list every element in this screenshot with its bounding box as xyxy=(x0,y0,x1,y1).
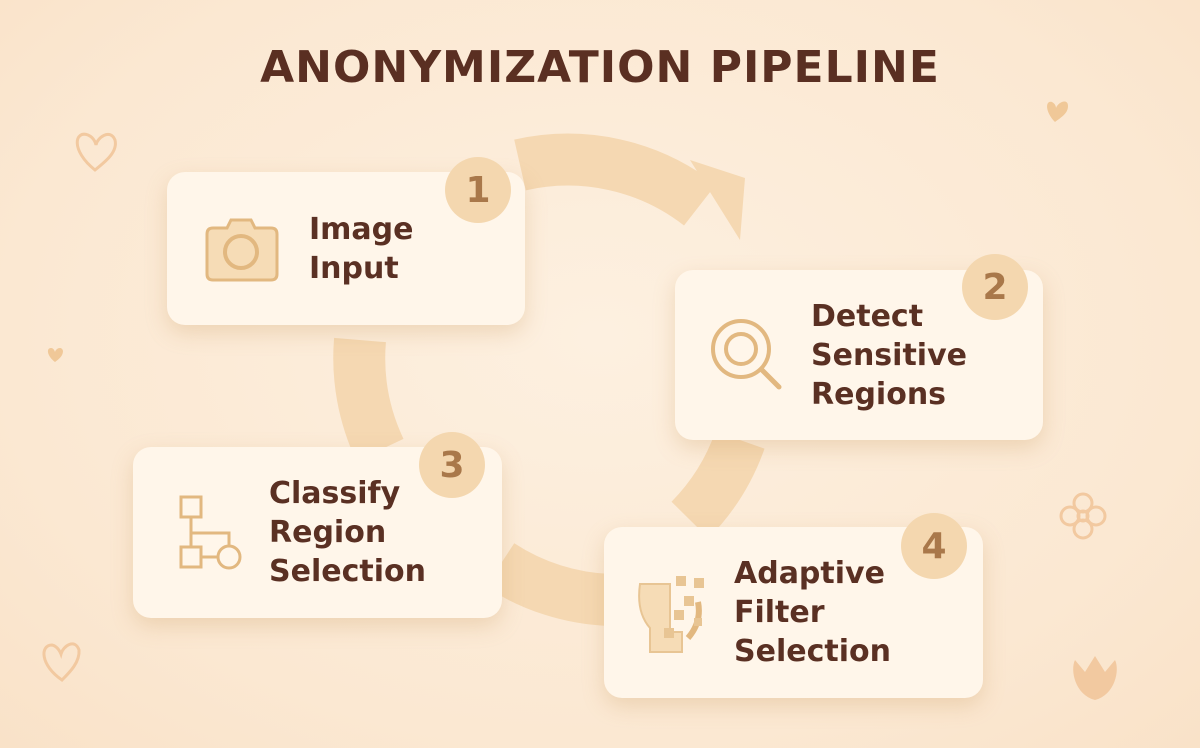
step-label: Image Input xyxy=(309,211,414,286)
tulip-icon xyxy=(1073,656,1117,700)
heart-icon xyxy=(1047,101,1068,122)
heart-icon xyxy=(42,642,81,682)
page-title: ANONYMIZATION PIPELINE xyxy=(260,42,940,93)
step-card-3: Classify Region Selection 3 xyxy=(133,432,502,618)
cycle-arrow-right xyxy=(671,430,765,539)
cycle-arrow-bottom xyxy=(485,542,612,626)
step-card-1: Image Input 1 xyxy=(167,157,525,325)
step-number-badge: 1 xyxy=(445,157,511,223)
camera-icon xyxy=(205,218,279,281)
cycle-arrow-left xyxy=(333,337,404,462)
step-label: Classify Region Selection xyxy=(269,476,426,589)
cycle-arrow-head xyxy=(690,160,745,240)
heart-icon xyxy=(75,132,117,172)
step-card-2: Detect Sensitive Regions 2 xyxy=(675,254,1043,440)
step-card-4: Adaptive Filter Selection 4 xyxy=(604,513,983,698)
hierarchy-icon xyxy=(179,495,242,569)
cycle-arrow xyxy=(514,133,716,226)
heart-icon xyxy=(47,348,63,362)
pixelated-face-icon xyxy=(638,575,704,653)
step-label: Adaptive Filter Selection xyxy=(734,556,891,669)
step-number-badge: 4 xyxy=(901,513,967,579)
magnifier-icon xyxy=(711,319,782,390)
step-number-badge: 2 xyxy=(962,254,1028,320)
flower-icon xyxy=(1059,492,1107,540)
step-number-badge: 3 xyxy=(419,432,485,498)
step-label: Detect Sensitive Regions xyxy=(811,298,967,412)
